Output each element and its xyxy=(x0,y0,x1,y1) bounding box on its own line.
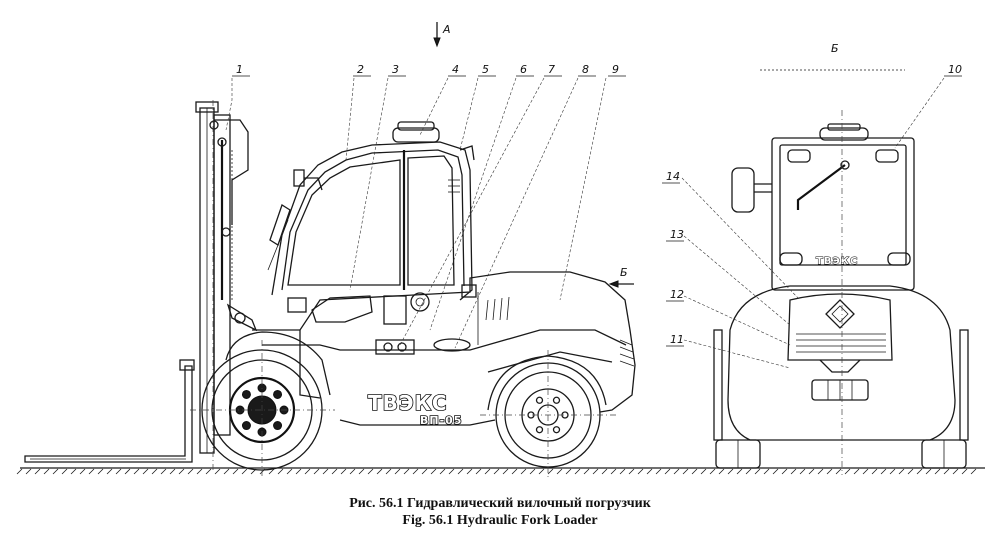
front-cab: ТВЭКС xyxy=(731,123,915,291)
callout-leader xyxy=(681,177,801,301)
callout-leader xyxy=(683,295,791,346)
front-brand: ТВЭКС xyxy=(816,256,858,267)
caption-russian: Рис. 56.1 Гидравлический вилочный погруз… xyxy=(349,496,651,511)
callout-number: 14 xyxy=(666,170,680,183)
callout-number: 9 xyxy=(612,63,619,76)
view-arrow-a: A xyxy=(433,22,451,48)
callout-leader xyxy=(399,77,545,346)
front-view-label: Б xyxy=(831,42,839,55)
callout-number: 11 xyxy=(670,333,684,346)
front-body xyxy=(713,285,969,441)
callout-8: 8 xyxy=(454,63,596,349)
cab xyxy=(267,121,477,325)
body xyxy=(252,271,636,426)
callout-9: 9 xyxy=(559,63,626,301)
ground xyxy=(16,467,985,475)
callout-3: 3 xyxy=(349,63,406,291)
callout-number: 13 xyxy=(670,228,684,241)
callout-7: 7 xyxy=(399,63,562,346)
callout-1: 1 xyxy=(225,63,250,131)
front-view: Б ТВЭКС xyxy=(713,42,969,475)
callout-14: 14 xyxy=(662,170,801,301)
callout-number: 5 xyxy=(482,63,489,76)
caption-english: Fig. 56.1 Hydraulic Fork Loader xyxy=(402,513,598,528)
view-arrow-b: Б xyxy=(608,266,634,288)
side-brand: ТВЭКС xyxy=(368,391,448,415)
callout-leader xyxy=(454,77,579,349)
rear-wheel xyxy=(480,350,616,478)
forks xyxy=(24,359,195,463)
mast xyxy=(195,100,258,470)
callout-leader xyxy=(559,77,607,301)
callout-number: 6 xyxy=(520,63,527,76)
view-label-b: Б xyxy=(620,266,628,279)
callout-leader xyxy=(683,235,791,326)
callout-leader xyxy=(894,77,945,149)
side-view: ТВЭКС ВП-05 A xyxy=(24,22,636,478)
callout-number: 1 xyxy=(236,63,243,76)
callout-leader xyxy=(345,77,355,161)
callout-leader xyxy=(349,77,389,291)
front-view-wheels xyxy=(715,439,967,469)
callout-4: 4 xyxy=(419,63,466,136)
callout-number: 12 xyxy=(670,288,684,301)
view-label-a: A xyxy=(442,23,451,36)
side-model: ВП-05 xyxy=(420,414,462,427)
callout-number: 8 xyxy=(582,63,589,76)
callout-leader xyxy=(683,339,791,369)
callout-leader xyxy=(225,78,233,131)
callout-leader xyxy=(459,77,479,151)
front-wheel xyxy=(190,331,335,478)
callout-2: 2 xyxy=(345,63,371,161)
callout-number: 7 xyxy=(548,63,555,76)
callout-number: 2 xyxy=(357,63,364,76)
callout-13: 13 xyxy=(666,228,791,326)
callout-number: 4 xyxy=(452,63,459,76)
callout-5: 5 xyxy=(459,63,496,151)
callout-12: 12 xyxy=(666,288,791,346)
callout-11: 11 xyxy=(666,333,791,369)
callout-leader xyxy=(419,77,449,136)
callout-6: 6 xyxy=(429,63,534,331)
callout-10: 10 xyxy=(894,63,962,149)
callout-number: 3 xyxy=(392,63,399,76)
callout-number: 10 xyxy=(948,63,962,76)
callout-leader xyxy=(429,77,517,331)
